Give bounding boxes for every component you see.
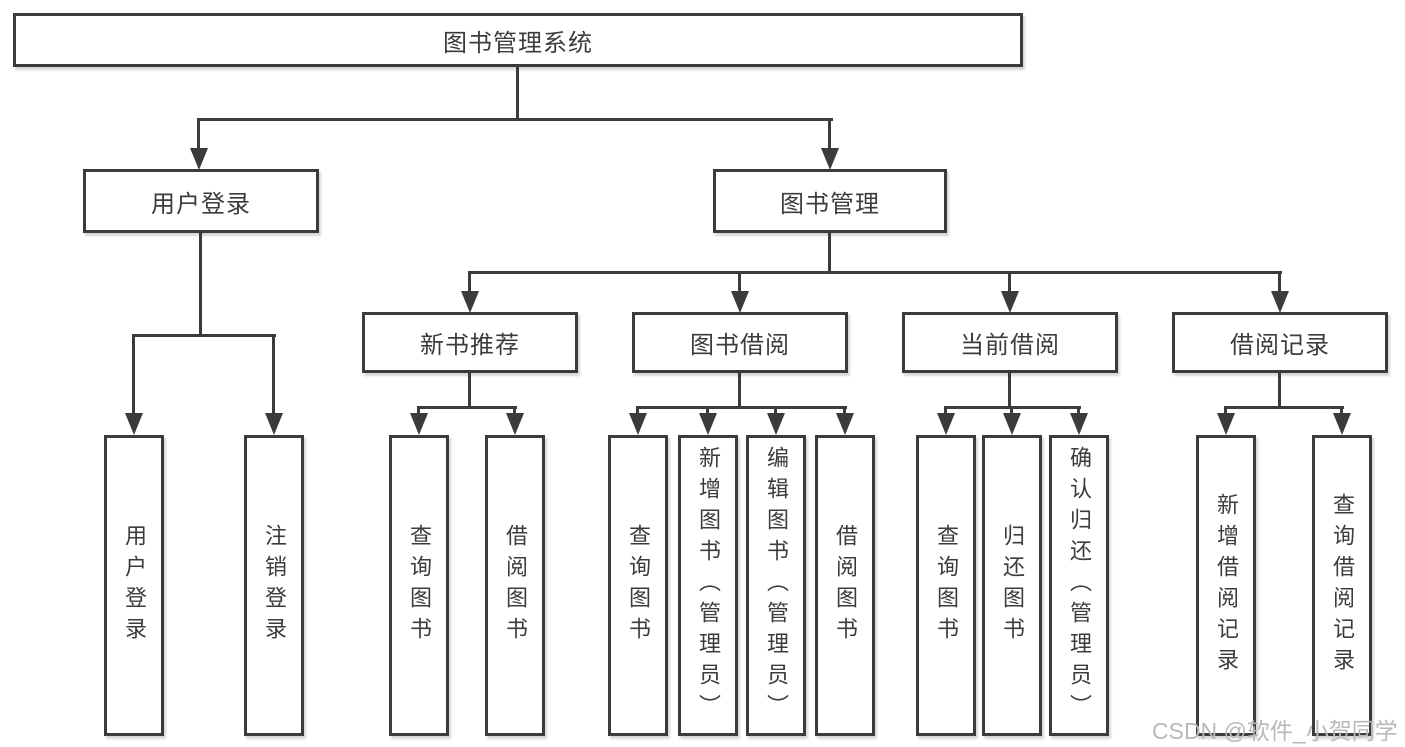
leaf-edit-book-admin: 编辑图书（管理员）	[746, 435, 806, 736]
connector-level3-stem	[1278, 271, 1281, 295]
connector-leaf-stem	[636, 406, 639, 417]
arrow-to-leaf	[506, 413, 524, 435]
connector-book-borrow-rail	[636, 406, 847, 409]
connector-current-borrow-down	[1008, 370, 1011, 409]
connector-leaf-stem	[774, 406, 777, 417]
leaf-user-login: 用户登录	[104, 435, 164, 736]
arrow-to-borrow-records	[1271, 291, 1289, 313]
leaf-query-borrow-record: 查询借阅记录	[1312, 435, 1372, 736]
connector-leaf-stem	[706, 406, 709, 417]
arrow-to-leaf	[265, 413, 283, 435]
connector-level3-rail	[468, 271, 1282, 274]
node-label: 归还图书	[1000, 523, 1025, 648]
leaf-query-books-1: 查询图书	[389, 435, 449, 736]
connector-leaf-stem	[1224, 406, 1227, 417]
node-label: 借阅图书	[503, 523, 528, 648]
arrow-to-leaf	[410, 413, 428, 435]
arrow-to-leaf	[1217, 413, 1235, 435]
node-label: 用户登录	[151, 190, 251, 218]
node-book-borrow: 图书借阅	[632, 312, 848, 373]
arrow-to-book-mgmt	[821, 148, 839, 170]
leaf-borrow-books-1: 借阅图书	[485, 435, 545, 736]
arrow-to-book-borrow	[731, 291, 749, 313]
node-label: 用户登录	[122, 523, 147, 648]
connector-user-login-down	[199, 230, 202, 337]
connector-leaf-stem	[944, 406, 947, 417]
node-label: 借阅记录	[1230, 332, 1330, 359]
connector-leaf-stem	[1340, 406, 1343, 417]
connector-leaf-stem	[1010, 406, 1013, 417]
arrow-to-leaf	[699, 413, 717, 435]
arrow-to-leaf	[1070, 413, 1088, 435]
node-root: 图书管理系统	[13, 13, 1023, 67]
node-label: 当前借阅	[960, 332, 1060, 359]
node-borrow-records: 借阅记录	[1172, 312, 1388, 373]
connector-borrow-records-down	[1278, 370, 1281, 409]
node-label: 编辑图书（管理员）	[764, 446, 789, 725]
connector-leaf-stem	[513, 406, 516, 417]
connector-leaf-stem	[1077, 406, 1080, 417]
connector-user-login-stem	[197, 118, 200, 150]
arrow-to-leaf	[1003, 413, 1021, 435]
arrow-to-user-login	[190, 148, 208, 170]
node-label: 新增图书（管理员）	[696, 446, 721, 725]
arrow-to-leaf	[836, 413, 854, 435]
connector-new-book-rail	[417, 406, 517, 409]
arrow-to-leaf	[125, 413, 143, 435]
node-label: 图书管理系统	[443, 29, 593, 57]
node-user-login: 用户登录	[83, 169, 319, 233]
connector-new-book-down	[468, 370, 471, 409]
connector-leaf-stem	[417, 406, 420, 417]
connector-root-stem	[516, 66, 519, 121]
leaf-logout: 注销登录	[244, 435, 304, 736]
connector-leaf-stem	[132, 334, 135, 416]
connector-user-login-rail	[132, 334, 276, 337]
arrow-to-leaf	[1333, 413, 1351, 435]
arrow-to-leaf	[767, 413, 785, 435]
arrow-to-leaf	[629, 413, 647, 435]
connector-borrow-records-rail	[1224, 406, 1344, 409]
node-label: 新增借阅记录	[1214, 492, 1239, 679]
node-label: 查询图书	[626, 523, 651, 648]
node-label: 查询借阅记录	[1330, 492, 1355, 679]
connector-book-mgmt-down	[828, 230, 831, 274]
leaf-add-book-admin: 新增图书（管理员）	[678, 435, 738, 736]
node-label: 图书借阅	[690, 332, 790, 359]
connector-level2-rail	[197, 118, 833, 121]
arrow-to-current-borrow	[1001, 291, 1019, 313]
node-label: 借阅图书	[833, 523, 858, 648]
node-label: 新书推荐	[420, 332, 520, 359]
leaf-add-borrow-record: 新增借阅记录	[1196, 435, 1256, 736]
connector-book-borrow-down	[738, 370, 741, 409]
leaf-confirm-return-admin: 确认归还（管理员）	[1049, 435, 1109, 736]
node-label: 注销登录	[262, 523, 287, 648]
connector-leaf-stem	[272, 334, 275, 416]
leaf-borrow-books-2: 借阅图书	[815, 435, 875, 736]
node-new-book-recommend: 新书推荐	[362, 312, 578, 373]
node-label: 查询图书	[934, 523, 959, 648]
node-current-borrow: 当前借阅	[902, 312, 1118, 373]
node-book-management: 图书管理	[713, 169, 947, 233]
node-label: 确认归还（管理员）	[1067, 446, 1092, 725]
leaf-query-books-3: 查询图书	[916, 435, 976, 736]
leaf-query-books-2: 查询图书	[608, 435, 668, 736]
connector-level3-stem	[1008, 271, 1011, 295]
arrow-to-new-book	[461, 291, 479, 313]
arrow-to-leaf	[937, 413, 955, 435]
connector-leaf-stem	[843, 406, 846, 417]
leaf-return-book: 归还图书	[982, 435, 1042, 736]
node-label: 图书管理	[780, 190, 880, 218]
watermark-text: CSDN @软件_小贺同学	[1152, 718, 1398, 744]
connector-level3-stem	[738, 271, 741, 295]
connector-book-mgmt-stem	[828, 118, 831, 150]
connector-level3-stem	[468, 271, 471, 295]
node-label: 查询图书	[407, 523, 432, 648]
